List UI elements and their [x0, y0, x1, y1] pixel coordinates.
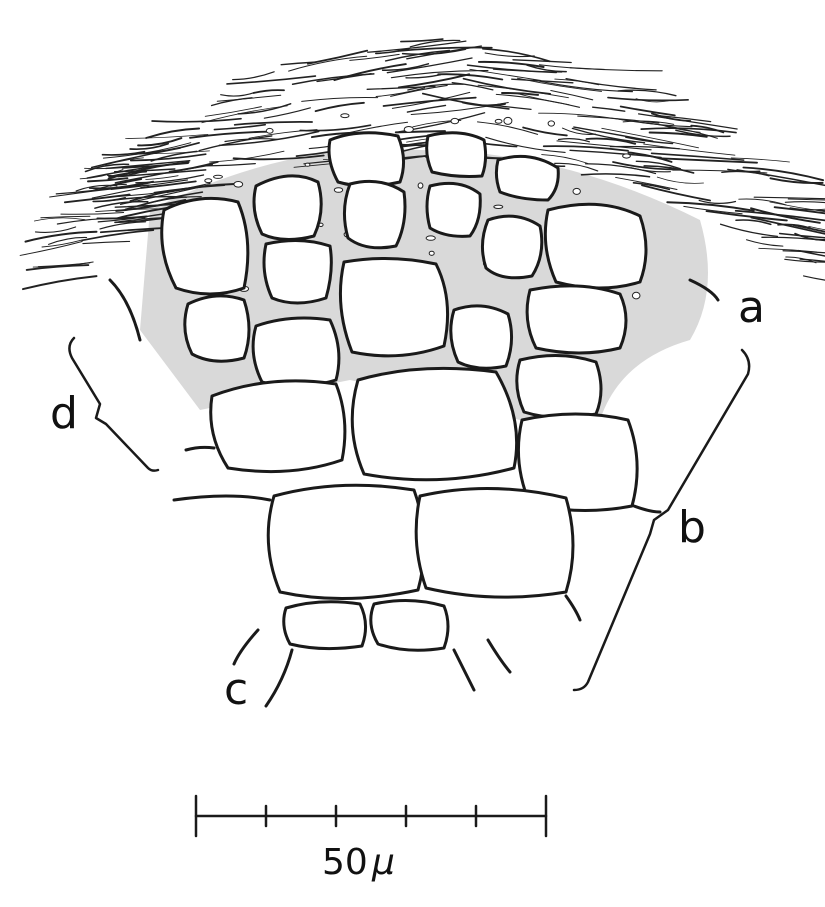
- hypha: [667, 202, 753, 211]
- hypha: [523, 128, 567, 136]
- nucleus: [426, 236, 435, 240]
- hypha: [518, 94, 569, 105]
- nucleus: [429, 251, 434, 255]
- scale-bar-unit: µ: [371, 842, 395, 883]
- cell-wall-fragment: [234, 630, 258, 664]
- hypha: [254, 90, 285, 93]
- hypha: [539, 113, 631, 121]
- cell-wall-fragment: [110, 280, 140, 340]
- hypha: [23, 276, 97, 289]
- nucleus: [205, 179, 212, 183]
- cell-wall-fragment: [174, 496, 270, 500]
- hypha: [747, 240, 783, 246]
- hypha: [551, 91, 593, 100]
- label-b: b: [678, 502, 706, 553]
- cell-wall-fragment: [266, 650, 292, 706]
- cell: [371, 600, 448, 650]
- nucleus: [341, 114, 349, 118]
- hypha: [593, 107, 625, 111]
- cell: [517, 355, 601, 417]
- cell: [427, 183, 480, 236]
- hypha: [221, 92, 255, 96]
- hypha: [804, 276, 825, 285]
- hypha: [235, 122, 312, 125]
- nucleus: [418, 183, 423, 188]
- cell: [264, 240, 331, 303]
- cell: [344, 181, 405, 247]
- hypha: [316, 103, 364, 111]
- hypha: [762, 237, 825, 244]
- hypha: [751, 218, 825, 236]
- label-d: d: [50, 388, 78, 439]
- nucleus: [504, 117, 512, 124]
- cell: [482, 216, 541, 278]
- nucleus: [266, 128, 273, 133]
- nucleus: [451, 118, 459, 123]
- cell: [496, 156, 558, 200]
- cell: [352, 368, 516, 479]
- cell: [527, 286, 626, 353]
- hypha: [210, 151, 284, 162]
- cell-wall-fragment: [566, 596, 580, 620]
- cell: [545, 204, 646, 288]
- cell: [416, 488, 573, 597]
- bracket-d: [69, 338, 158, 471]
- hypha: [138, 138, 181, 145]
- nucleus: [495, 119, 502, 123]
- scale-bar-line: [196, 796, 546, 836]
- nucleus: [214, 175, 223, 178]
- nucleus: [404, 126, 413, 132]
- hypha: [496, 94, 579, 107]
- hypha: [152, 119, 241, 122]
- nucleus: [623, 154, 631, 158]
- hypha: [775, 207, 825, 215]
- hypha: [317, 74, 371, 82]
- cell: [211, 381, 345, 472]
- hypha: [608, 98, 688, 101]
- cell: [162, 198, 248, 294]
- cell: [268, 485, 424, 598]
- hypha: [302, 97, 378, 101]
- nucleus: [573, 188, 580, 194]
- hypha: [570, 68, 662, 71]
- nucleus: [234, 182, 243, 188]
- hypha: [83, 241, 130, 243]
- cell: [254, 176, 321, 240]
- hypha: [214, 125, 265, 130]
- hypha: [479, 62, 544, 67]
- cell: [340, 258, 447, 355]
- cell: [329, 133, 404, 186]
- cell: [284, 602, 366, 649]
- label-a: a: [738, 282, 765, 333]
- cell-wall-fragment: [454, 650, 474, 690]
- cell: [185, 296, 249, 361]
- scale-bar-value: 50: [322, 842, 368, 883]
- hypha: [721, 224, 778, 236]
- cell: [253, 318, 339, 387]
- hypha: [36, 227, 76, 232]
- cell-wall-fragment: [186, 447, 214, 450]
- hypha: [61, 213, 124, 215]
- cell-wall-fragment: [488, 640, 510, 672]
- hypha: [578, 116, 659, 123]
- hypha: [513, 60, 571, 63]
- hypha: [699, 200, 735, 203]
- nucleus: [305, 163, 310, 166]
- cell-wall-fragment: [634, 506, 660, 512]
- hypha: [657, 177, 703, 183]
- cell: [451, 306, 512, 368]
- hypha: [570, 150, 661, 157]
- hypha: [233, 72, 274, 80]
- nucleus: [334, 188, 342, 193]
- nucleus: [548, 121, 554, 126]
- hypha: [407, 105, 445, 112]
- nucleus: [632, 292, 640, 299]
- hypha: [621, 107, 675, 116]
- hypha: [199, 136, 272, 151]
- label-c: c: [224, 664, 248, 715]
- cell: [427, 133, 486, 177]
- nucleus: [494, 205, 503, 208]
- scale-bar: 50 µ: [196, 796, 546, 883]
